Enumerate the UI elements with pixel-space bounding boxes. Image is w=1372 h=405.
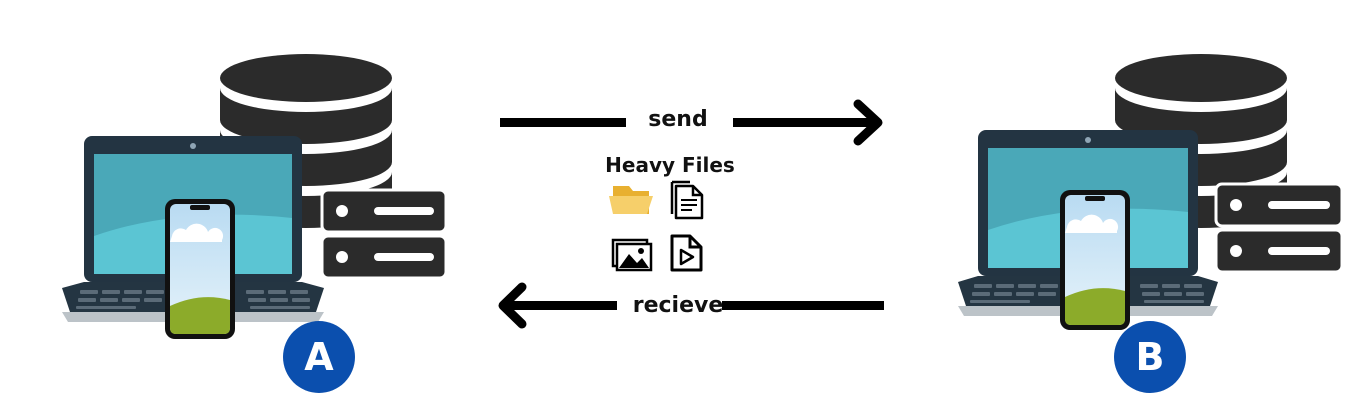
heavy-files-label: Heavy Files: [605, 153, 735, 177]
smartphone-icon: [1060, 190, 1130, 330]
device-group-b: [958, 54, 1344, 330]
server-rack-icon: [320, 188, 448, 280]
document-icon: [670, 180, 704, 220]
server-rack-icon: [1214, 182, 1344, 274]
recieve-label: recieve: [632, 293, 724, 318]
video-file-icon: [670, 234, 703, 272]
send-arrow: [500, 99, 883, 146]
folder-icon: [609, 186, 653, 214]
send-label: send: [648, 107, 708, 132]
image-icon: [611, 238, 653, 272]
node-a-badge: A: [283, 321, 355, 393]
device-group-a: [62, 54, 448, 339]
recieve-arrow: [498, 282, 884, 329]
smartphone-icon: [165, 199, 235, 339]
node-b-badge: B: [1114, 321, 1186, 393]
laptop-icon: [958, 130, 1218, 316]
